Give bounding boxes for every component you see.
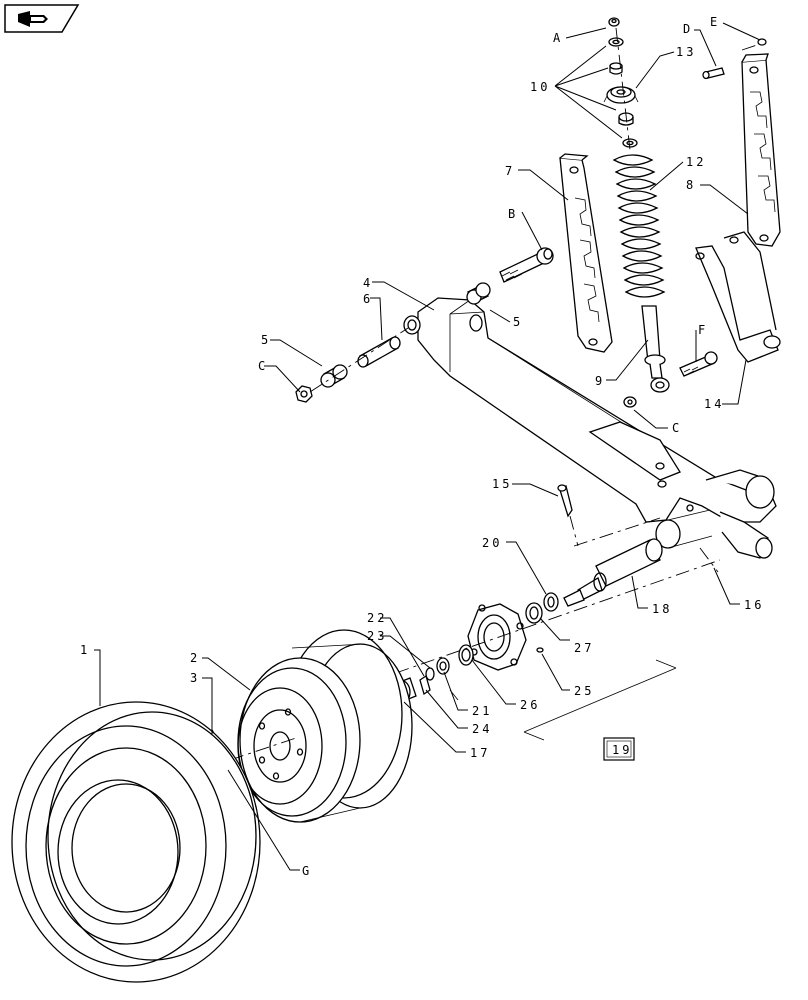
callout-8: 8 — [686, 178, 696, 192]
callout-7: 7 — [505, 164, 515, 178]
nut-21 — [436, 657, 450, 675]
assembly-callout-19[interactable]: 19 — [603, 737, 635, 761]
callout-23: 23 — [367, 629, 387, 643]
bolt-d — [702, 67, 725, 80]
nut-c-left — [295, 385, 313, 403]
leader-lines — [94, 22, 761, 871]
side-bracket-right — [741, 53, 781, 247]
cotter-pin — [557, 484, 573, 518]
callout-12: 12 — [686, 155, 706, 169]
callout-21: 21 — [472, 704, 492, 718]
wheel-hub — [467, 603, 527, 671]
callout-10: 10 — [530, 80, 550, 94]
callout-c-right: C — [672, 421, 682, 435]
callout-e: E — [710, 15, 720, 29]
callout-25: 25 — [574, 684, 594, 698]
callout-27: 27 — [574, 641, 594, 655]
callout-d: D — [683, 22, 693, 36]
cotter-22 — [419, 674, 431, 696]
back-button[interactable] — [4, 4, 80, 33]
callout-g: G — [302, 864, 312, 878]
callout-24: 24 — [472, 722, 492, 736]
callout-16: 16 — [744, 598, 764, 612]
callout-17: 17 — [470, 746, 490, 760]
callout-18: 18 — [652, 602, 672, 616]
callout-4: 4 — [363, 276, 373, 290]
callout-19: 19 — [612, 743, 632, 757]
callout-5-left: 5 — [261, 333, 271, 347]
callout-1: 1 — [80, 643, 90, 657]
side-bracket-left — [559, 153, 613, 353]
shock-hardware-stack — [603, 17, 639, 151]
back-arrow-icon — [18, 11, 48, 27]
callout-3: 3 — [190, 671, 200, 685]
bolt-f — [679, 351, 718, 377]
strap-bracket — [695, 231, 781, 363]
callout-20: 20 — [482, 536, 502, 550]
washer-27 — [525, 602, 543, 624]
callout-5-right: 5 — [513, 315, 523, 329]
seal-20 — [543, 592, 559, 612]
wheel-rim — [237, 629, 413, 823]
grease-fitting — [536, 647, 544, 653]
coil-spring-shock — [612, 154, 670, 393]
callout-9: 9 — [595, 374, 605, 388]
nut-c-right — [623, 396, 637, 408]
callout-f: F — [698, 323, 708, 337]
callout-15: 15 — [492, 477, 512, 491]
pivot-pin — [357, 336, 401, 368]
callout-a: A — [553, 31, 563, 45]
callout-2: 2 — [190, 651, 200, 665]
tire — [11, 701, 261, 983]
callout-b: B — [508, 207, 518, 221]
spindle — [563, 538, 663, 607]
trailing-arm — [403, 297, 777, 559]
callout-14: 14 — [704, 397, 724, 411]
bolt-b — [499, 247, 554, 283]
bushing-upper — [466, 282, 491, 305]
callout-26: 26 — [520, 698, 540, 712]
callout-22: 22 — [367, 611, 387, 625]
bolt-e — [741, 38, 767, 51]
callout-13: 13 — [676, 45, 696, 59]
callout-c-left: C — [258, 359, 268, 373]
bearing-cup — [458, 644, 474, 666]
callout-6: 6 — [363, 292, 373, 306]
callout-labels: A D E 10 13 12 7 8 B 4 6 5 5 C F 9 C 14 … — [80, 15, 764, 878]
